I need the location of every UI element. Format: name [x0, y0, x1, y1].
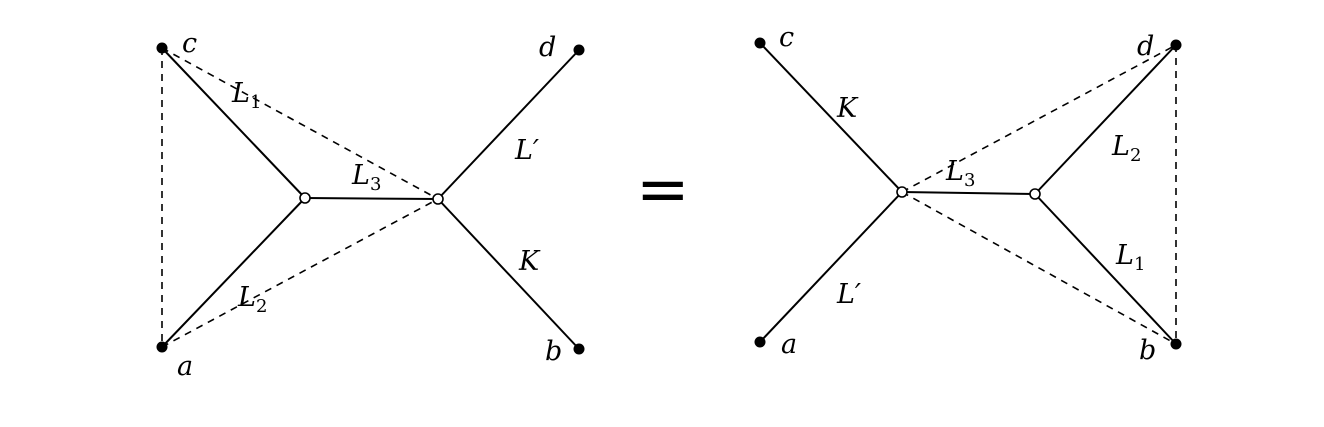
right-vertex-c-dot	[754, 37, 766, 49]
left-vertex-b-dot	[573, 343, 585, 355]
left-label-l2: L2	[237, 282, 267, 317]
left-edge-l3	[304, 197, 439, 200]
left-dashed-a-junction	[161, 198, 439, 348]
right-dashed-junction-b	[901, 191, 1177, 345]
left-label-k: K	[518, 246, 541, 277]
right-edge-b-inner	[1034, 193, 1177, 345]
equals-sign: =	[636, 153, 690, 227]
left-label-c: c	[182, 28, 197, 59]
left-label-d: d	[539, 32, 556, 63]
left-vertex-a-dot	[156, 341, 168, 353]
right-edge-k	[759, 42, 903, 193]
right-vertex-b-dot	[1170, 338, 1182, 350]
right-label-k: K	[836, 93, 859, 124]
right-inner-node-1	[896, 186, 908, 198]
left-edge-k	[437, 198, 580, 350]
left-label-l1: L1	[231, 78, 261, 113]
right-diagram: c a d b K L3 L2 L1 L′	[754, 22, 1182, 366]
right-label-lprime: L′	[836, 279, 861, 310]
left-dashed-c-junction	[161, 47, 439, 200]
right-label-l2: L2	[1111, 131, 1141, 166]
left-edge-a-inner	[161, 197, 306, 348]
right-label-l1: L1	[1115, 240, 1145, 275]
right-label-d: d	[1137, 31, 1154, 62]
right-label-l3: L3	[945, 156, 975, 191]
right-label-a: a	[781, 329, 797, 360]
left-edge-c-inner	[161, 47, 306, 199]
left-label-a: a	[177, 351, 193, 382]
left-label-l3: L3	[351, 160, 381, 195]
left-label-b: b	[545, 336, 562, 367]
right-inner-node-2	[1029, 188, 1041, 200]
left-label-lprime: L′	[514, 135, 539, 166]
left-vertex-c-dot	[156, 42, 168, 54]
left-vertex-d-dot	[573, 44, 585, 56]
left-inner-node-2	[432, 193, 444, 205]
right-label-b: b	[1139, 335, 1156, 366]
right-edge-d-inner	[1034, 44, 1177, 195]
left-diagram: c a d b L1 L3 L2 L′ K	[156, 28, 585, 382]
left-edge-lprime	[437, 49, 580, 200]
left-inner-node-1	[299, 192, 311, 204]
right-edge-lprime	[759, 191, 903, 343]
right-edge-l3	[901, 191, 1036, 195]
right-dashed-junction-d	[901, 44, 1177, 193]
right-vertex-d-dot	[1170, 39, 1182, 51]
right-vertex-a-dot	[754, 336, 766, 348]
right-label-c: c	[779, 22, 794, 53]
